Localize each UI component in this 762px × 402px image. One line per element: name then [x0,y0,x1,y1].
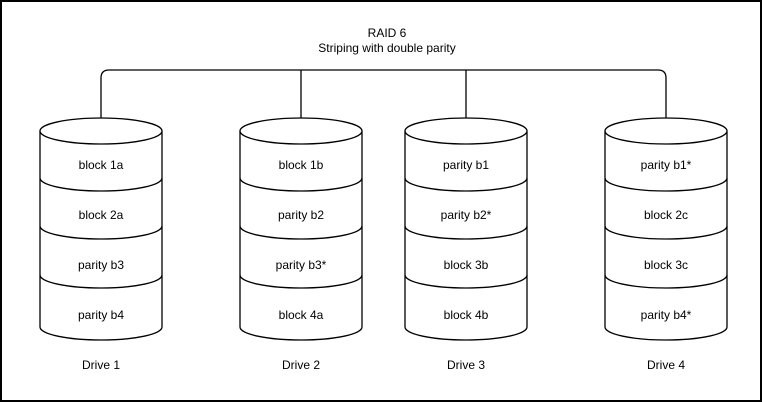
drive-group-1: block 1a block 2a parity b3 parity b4 Dr… [39,117,163,372]
cylinder-divider [39,225,163,240]
drive-label: Drive 2 [282,358,320,372]
drive-cylinder-body [239,131,363,341]
cylinder-divider [604,225,728,240]
drive-group-2: block 1b parity b2 parity b3* block 4a D… [239,117,363,372]
cylinder-divider [404,225,528,240]
block-label: block 3b [444,258,489,272]
cylinder-divider [39,177,163,192]
drive-label: Drive 1 [82,358,120,372]
cylinder-divider [404,274,528,289]
diagram-title: RAID 6 [368,26,407,40]
drive-cylinder-body [604,131,728,341]
cylinder-divider [239,274,363,289]
block-label: parity b4 [78,308,124,322]
drive-cylinder-top [239,117,363,145]
block-label: block 2a [79,208,124,222]
drive-label: Drive 3 [447,358,485,372]
drive-group-4: parity b1* block 2c block 3c parity b4* … [604,117,728,372]
cylinder-divider [404,177,528,192]
drive-group-3: parity b1 parity b2* block 3b block 4b D… [404,117,528,372]
cylinder-divider [604,274,728,289]
cylinder-divider [604,177,728,192]
cylinder-divider [239,225,363,240]
drive-label: Drive 4 [647,358,685,372]
block-label: block 4a [279,308,324,322]
connector-line [100,69,667,118]
block-label: block 2c [644,208,688,222]
drive-cylinder-body [39,131,163,341]
block-label: parity b3* [276,258,327,272]
cylinder-divider [39,274,163,289]
block-label: block 3c [644,258,688,272]
block-label: parity b4* [641,308,692,322]
drive-cylinder-body [404,131,528,341]
block-label: parity b3 [78,258,124,272]
block-label: parity b1 [443,158,489,172]
block-label: block 1b [279,158,324,172]
block-label: block 1a [79,158,124,172]
drive-cylinder-top [604,117,728,145]
block-label: parity b2* [441,208,492,222]
diagram-subtitle: Striping with double parity [318,41,455,55]
cylinder-divider [239,177,363,192]
drive-cylinder-top [404,117,528,145]
drive-cylinder-top [39,117,163,145]
block-label: block 4b [444,308,489,322]
block-label: parity b2 [278,208,324,222]
block-label: parity b1* [641,158,692,172]
